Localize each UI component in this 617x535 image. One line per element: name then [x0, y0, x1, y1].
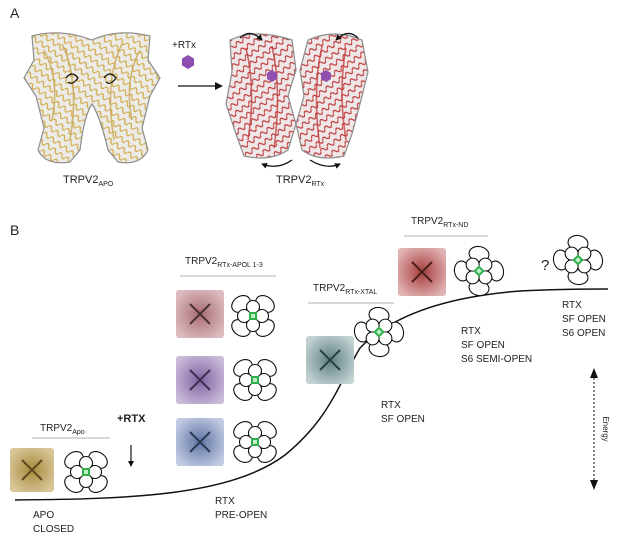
rtx-addition-label: +RTx: [172, 40, 196, 51]
apol2-pore-icon: [229, 355, 281, 405]
energy-axis-label: Energy: [601, 416, 610, 441]
panel-b-letter: B: [10, 222, 19, 238]
state-xtal-title: TRPV2RTx-XTAL: [313, 283, 377, 296]
state-apol-caption-1: RTX: [215, 496, 235, 507]
rtx-structure-label: TRPV2RTx: [276, 174, 325, 188]
state-apol-title: TRPV2RTx-APOL 1-3: [185, 256, 263, 269]
energy-axis-down-arrow-icon: [590, 480, 598, 490]
panel-a-letter: A: [10, 5, 20, 21]
state-open-caption-3: S6 OPEN: [562, 328, 605, 339]
apo-density-map-icon: [10, 448, 54, 492]
nd-pore-icon: [443, 235, 515, 307]
apol2-density-map-icon: [176, 356, 224, 404]
state-apol-caption-2: PRE-OPEN: [215, 510, 267, 521]
apo-pore-icon: [60, 447, 112, 497]
state-open-caption-2: SF OPEN: [562, 314, 606, 325]
state-xtal-caption-1: RTX: [381, 400, 401, 411]
state-apo-title: TRPV2Apo: [40, 423, 85, 436]
state-open-caption-1: RTX: [562, 300, 582, 311]
apo-structure-label: TRPV2APO: [63, 174, 114, 188]
state-nd-caption-3: S6 SEMI-OPEN: [461, 354, 532, 365]
rtx-ligand-hexagon-icon: [182, 55, 194, 69]
apol1-pore-icon: [227, 291, 279, 341]
trpv2-rtx-structure-icon: [225, 32, 369, 169]
xtal-density-map-icon: [306, 336, 354, 384]
rtx-step-label: +RTX: [117, 413, 146, 425]
apol3-density-map-icon: [176, 418, 224, 466]
energy-axis-up-arrow-icon: [590, 368, 598, 378]
unknown-state-marker: ?: [541, 257, 549, 274]
nd-density-map-icon: [398, 248, 446, 296]
apol3-pore-icon: [229, 417, 281, 467]
state-xtal-caption-2: SF OPEN: [381, 414, 425, 425]
energy-landscape-curve: [14, 288, 609, 501]
state-nd-caption-1: RTX: [461, 326, 481, 337]
open-pore-icon: [542, 224, 614, 296]
state-nd-caption-2: SF OPEN: [461, 340, 505, 351]
state-apo-caption-2: CLOSED: [33, 524, 74, 535]
state-apo-caption-1: APO: [33, 510, 54, 521]
state-nd-title: TRPV2RTx-ND: [411, 216, 468, 229]
apol1-density-map-icon: [176, 290, 224, 338]
trpv2-apo-structure-icon: [23, 32, 161, 164]
